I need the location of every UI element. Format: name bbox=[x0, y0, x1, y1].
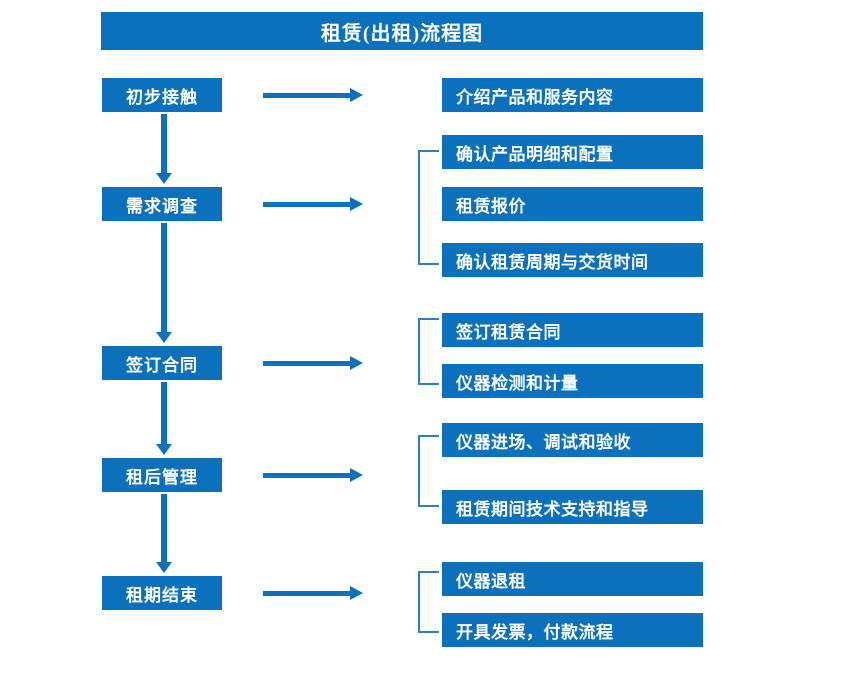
detail-box-instrument-inspection[interactable]: 仪器检测和计量 bbox=[442, 364, 703, 398]
group-bracket-icon-sign-contract bbox=[418, 318, 439, 385]
detail-box-confirm-product-details[interactable]: 确认产品明细和配置 bbox=[442, 135, 703, 169]
detail-box-confirm-period-delivery[interactable]: 确认租赁周期与交货时间 bbox=[442, 243, 703, 277]
detail-box-rental-quotation[interactable]: 租赁报价 bbox=[442, 187, 703, 221]
detail-box-instrument-return[interactable]: 仪器退租 bbox=[442, 562, 703, 596]
detail-box-instrument-installation[interactable]: 仪器进场、调试和验收 bbox=[442, 423, 703, 457]
stage-box-rental-end[interactable]: 租期结束 bbox=[102, 576, 222, 610]
arrow-down-icon-1 bbox=[156, 114, 172, 184]
stage-box-sign-contract[interactable]: 签订合同 bbox=[102, 346, 222, 380]
stage-box-post-rental-management[interactable]: 租后管理 bbox=[102, 458, 222, 492]
stage-box-initial-contact[interactable]: 初步接触 bbox=[102, 78, 222, 112]
arrow-right-icon-3 bbox=[263, 356, 363, 370]
group-bracket-icon-needs-survey bbox=[418, 150, 439, 265]
detail-box-technical-support[interactable]: 租赁期间技术支持和指导 bbox=[442, 490, 703, 524]
arrow-right-icon-4 bbox=[263, 468, 363, 482]
page-title: 租赁(出租)流程图 bbox=[101, 12, 703, 50]
arrow-right-icon-1 bbox=[263, 88, 363, 102]
arrow-down-icon-4 bbox=[156, 494, 172, 573]
group-bracket-icon-rental-end bbox=[418, 571, 439, 633]
arrow-down-icon-3 bbox=[156, 382, 172, 455]
group-bracket-icon-post-rental bbox=[418, 435, 439, 507]
arrow-down-icon-2 bbox=[156, 223, 172, 343]
stage-box-needs-survey[interactable]: 需求调查 bbox=[102, 187, 222, 221]
detail-box-sign-rental-contract[interactable]: 签订租赁合同 bbox=[442, 313, 703, 347]
detail-box-introduce-products[interactable]: 介绍产品和服务内容 bbox=[442, 78, 703, 112]
detail-box-invoice-payment[interactable]: 开具发票，付款流程 bbox=[442, 613, 703, 647]
arrow-right-icon-2 bbox=[263, 197, 363, 211]
arrow-right-icon-5 bbox=[263, 586, 363, 600]
